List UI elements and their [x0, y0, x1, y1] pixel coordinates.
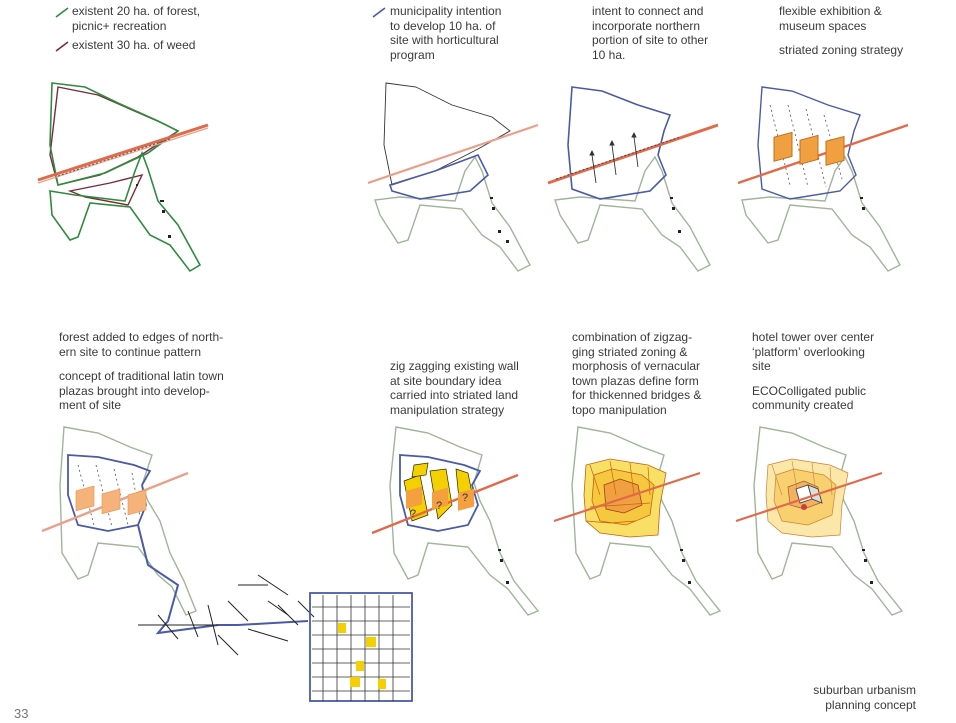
connected-site-outline [757, 86, 861, 200]
connector-path [137, 524, 309, 635]
topo-fill [583, 458, 667, 538]
weed-legend-label: existent 30 ha. of weed [72, 38, 196, 52]
diagram-topo-combination [553, 426, 722, 616]
diagram-striated-zoning [737, 86, 909, 272]
town-plazas [75, 485, 147, 516]
town-grid [309, 592, 413, 702]
buildings [860, 197, 865, 210]
road [367, 123, 539, 185]
connection-arrows [589, 131, 639, 184]
buildings [136, 184, 171, 238]
diagram-connect-northern [547, 86, 719, 272]
connected-site-outline [567, 86, 672, 200]
buildings [862, 549, 873, 584]
plaza-markers: ? ? ? [406, 486, 474, 520]
forest-legend-label: existent 20 ha. of forest, picnic+ recre… [72, 4, 201, 33]
horticulture-legend-label: municipality intention to develop 10 ha.… [390, 4, 502, 62]
buildings [670, 197, 681, 233]
caption-combination: combination of zigzag- ging striated zon… [572, 330, 702, 417]
site-outline [389, 426, 540, 616]
road [547, 123, 719, 185]
horticulture-legend-swatch [372, 7, 386, 18]
site-outline [554, 155, 711, 272]
page-number: 33 [14, 706, 29, 721]
buildings [498, 549, 509, 584]
site-outline [571, 426, 722, 616]
diagram-horticulture-intention [367, 82, 539, 272]
diagram-zigzag-strategy: ? ? ? [371, 426, 540, 616]
buildings [490, 197, 509, 243]
diagram-latin-town-plazas [41, 426, 413, 702]
forest-legend-swatch [55, 7, 69, 18]
site-outline [741, 155, 901, 272]
road [37, 123, 209, 184]
caption-zigzag: zig zagging existing wall at site bounda… [390, 359, 519, 417]
diagram-hotel-tower [735, 426, 904, 616]
footer-title: suburban urbanism planning concept [813, 683, 916, 712]
caption-connect: intent to connect and incorporate northe… [592, 4, 709, 62]
question-mark-1: ? [410, 508, 416, 520]
site-outline [753, 426, 904, 616]
northern-site-outline [383, 82, 511, 186]
site-outline [59, 426, 197, 616]
question-mark-2: ? [436, 500, 442, 512]
connected-site-outline [399, 454, 482, 532]
weed-legend-swatch [55, 41, 69, 52]
exhibition-plazas [773, 131, 845, 166]
street-network [138, 574, 315, 656]
buildings [680, 549, 691, 584]
site-outline [374, 155, 531, 272]
question-mark-3: ? [462, 492, 468, 504]
caption-exhibition: flexible exhibition & museum spaces stri… [779, 4, 904, 57]
horticulture-area [388, 153, 489, 200]
diagram-existing-land-use [37, 82, 209, 273]
caption-hotel: hotel tower over center ‘platform’ overl… [752, 330, 875, 412]
road [737, 123, 909, 185]
road [735, 471, 883, 523]
forest-area [49, 82, 202, 273]
caption-forest-added: forest added to edges of north- ern site… [59, 330, 224, 412]
grid-plazas [338, 623, 386, 689]
road [553, 471, 701, 523]
